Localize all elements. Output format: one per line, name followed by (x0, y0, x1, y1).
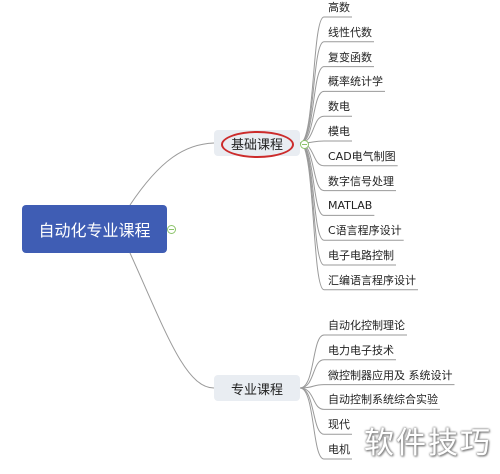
root-collapse-icon[interactable] (167, 225, 176, 234)
leaf-topic[interactable]: 现代 (328, 418, 350, 432)
branch-basic-collapse-icon[interactable] (300, 140, 309, 149)
leaf-connector (299, 387, 352, 460)
leaf-connector (299, 142, 418, 291)
leaf-topic[interactable]: 电机 (328, 443, 350, 456)
leaf-topic[interactable]: 电力电子技术 (328, 343, 394, 357)
leaf-topic[interactable]: 数字信号处理 (328, 174, 394, 188)
leaf-topic[interactable]: 模电 (328, 125, 350, 138)
watermark: 软件技巧 (364, 426, 492, 461)
leaf-connector (299, 384, 455, 389)
branch-major-courses[interactable]: 专业课程 (214, 375, 300, 401)
leaf-topic[interactable]: 自动控制系统综合实验 (328, 393, 438, 407)
leaf-topic[interactable]: 概率统计学 (328, 75, 383, 89)
leaf-connector (299, 387, 352, 435)
leaf-topic[interactable]: 微控制器应用及 系统设计 (328, 368, 453, 382)
root-topic-label: 自动化专业课程 (38, 221, 151, 240)
leaf-connector (299, 16, 352, 144)
leaf-topic[interactable]: MATLAB (328, 199, 373, 213)
root-topic[interactable]: 自动化专业课程 (22, 205, 167, 253)
leaf-topic[interactable]: C语言程序设计 (328, 224, 402, 238)
root-to-basic-link (129, 142, 215, 206)
leaf-topic[interactable]: 自动化控制理论 (328, 319, 405, 332)
leaf-connector (299, 41, 374, 144)
root-to-major-link (129, 252, 215, 389)
branch-major-label: 专业课程 (230, 382, 283, 398)
leaf-topic[interactable]: 电子电路控制 (328, 249, 394, 262)
highlight-ellipse (221, 131, 294, 158)
leaf-topic[interactable]: CAD电气制图 (328, 149, 396, 163)
leaf-topic[interactable]: 汇编语言程序设计 (328, 273, 416, 287)
leaf-connector (299, 66, 374, 144)
leaf-topic[interactable]: 复变函数 (328, 50, 372, 64)
leaf-topic[interactable]: 高数 (328, 1, 350, 14)
leaf-topic[interactable]: 数电 (328, 100, 350, 114)
leaf-connector (299, 334, 407, 389)
leaf-topic[interactable]: 线性代数 (328, 25, 372, 39)
leaf-connector (299, 359, 396, 389)
